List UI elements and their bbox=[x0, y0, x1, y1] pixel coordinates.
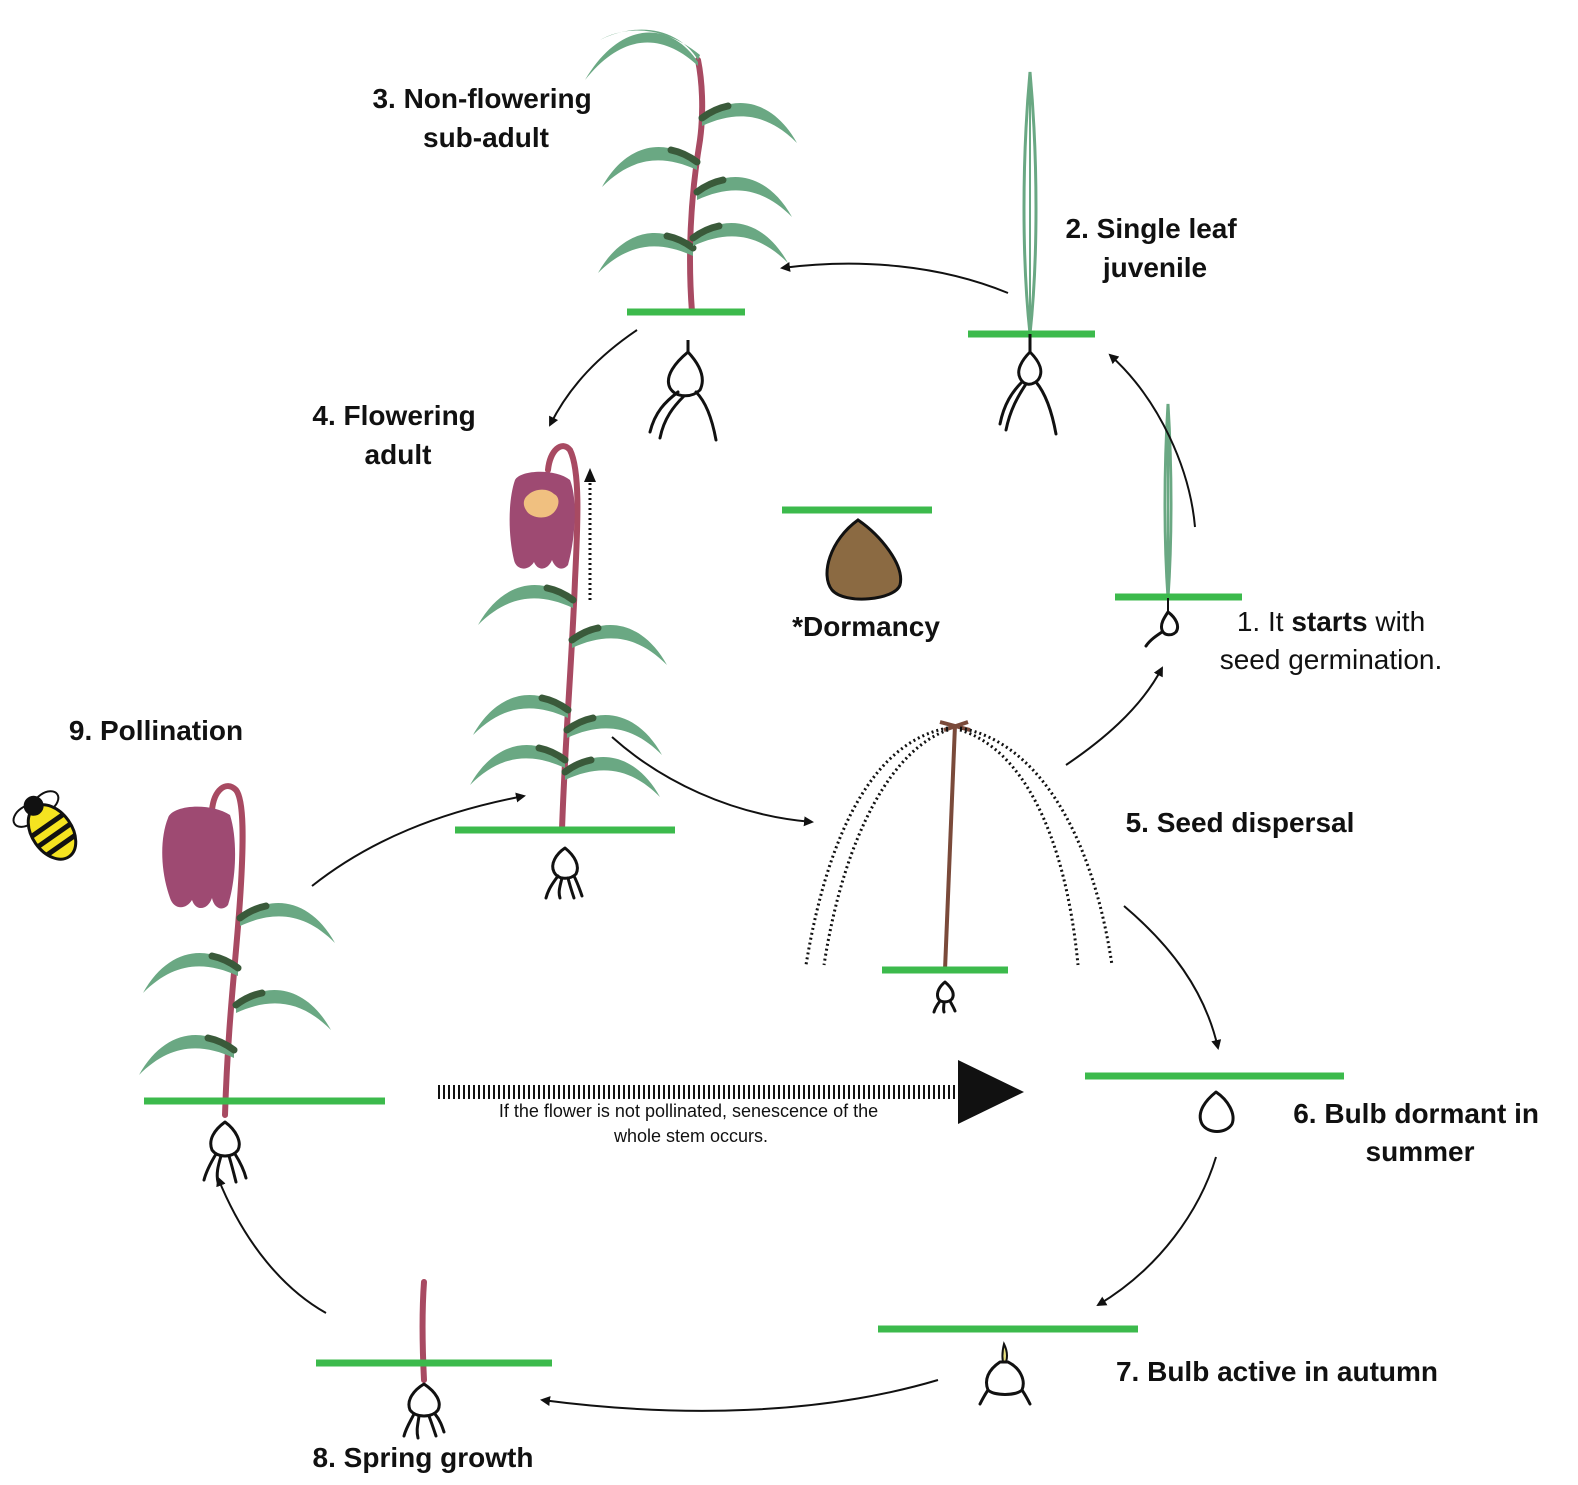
bulb-icon bbox=[202, 1120, 248, 1184]
arrow-9-to-4 bbox=[311, 792, 526, 887]
stage5-plant bbox=[804, 720, 1114, 1014]
bulb-icon bbox=[402, 1382, 446, 1440]
stage7-label: 7. Bulb active in autumn bbox=[1116, 1356, 1438, 1387]
stage3-plant bbox=[585, 29, 797, 442]
stage9-label: 9. Pollination bbox=[69, 715, 243, 746]
stage8-label: 8. Spring growth bbox=[313, 1442, 534, 1473]
stage8-plant bbox=[316, 1279, 552, 1440]
stage6-bulb bbox=[1085, 1072, 1344, 1133]
stage4-plant bbox=[455, 443, 675, 900]
stage6-label: 6. Bulb dormant in summer bbox=[1293, 1098, 1547, 1167]
bulb-icon bbox=[985, 1360, 1025, 1396]
stage7-bulb bbox=[878, 1325, 1138, 1406]
bulb-icon bbox=[648, 340, 718, 442]
flower-icon bbox=[162, 806, 236, 909]
stage1-label-line1: 1. It starts with bbox=[1237, 606, 1425, 637]
stage5-label: 5. Seed dispersal bbox=[1126, 807, 1355, 838]
arrow-2-to-3 bbox=[780, 262, 1009, 294]
arrow-5-to-6 bbox=[1123, 905, 1222, 1050]
stage4-label: 4. Flowering adult bbox=[312, 400, 483, 470]
dormancy-seed bbox=[782, 506, 932, 601]
seed-icon bbox=[825, 518, 903, 601]
stage9-plant bbox=[139, 783, 385, 1184]
cycle-arrows bbox=[216, 262, 1222, 1412]
bulb-icon bbox=[1198, 1090, 1235, 1133]
bulb-icon bbox=[544, 846, 584, 900]
stage1-label-line2: seed germination. bbox=[1220, 644, 1443, 675]
stage1-plant bbox=[1115, 403, 1242, 648]
arrow-7-to-8 bbox=[540, 1379, 939, 1412]
bulb-icon bbox=[932, 980, 957, 1014]
arrow-4-to-5 bbox=[611, 736, 814, 827]
flower-icon bbox=[509, 471, 575, 569]
bee-icon bbox=[12, 790, 78, 861]
seed-icon bbox=[1144, 598, 1180, 648]
dormancy-label: *Dormancy bbox=[792, 611, 940, 642]
bulb-icon bbox=[998, 334, 1058, 436]
senescence-note: If the flower is not pollinated, senesce… bbox=[499, 1101, 883, 1146]
arrow-8-to-9 bbox=[216, 1176, 327, 1314]
stage3-label: 3. Non-flowering sub-adult bbox=[372, 83, 599, 153]
stage2-plant bbox=[968, 71, 1095, 436]
arrow-1-to-2 bbox=[1108, 353, 1196, 528]
arrow-6-to-7 bbox=[1096, 1156, 1217, 1307]
stage2-label: 2. Single leaf juvenile bbox=[1066, 213, 1245, 283]
arrow-5-to-1 bbox=[1065, 666, 1163, 766]
senescence-arrow bbox=[438, 1060, 1024, 1124]
arrow-3-to-4 bbox=[549, 329, 638, 427]
